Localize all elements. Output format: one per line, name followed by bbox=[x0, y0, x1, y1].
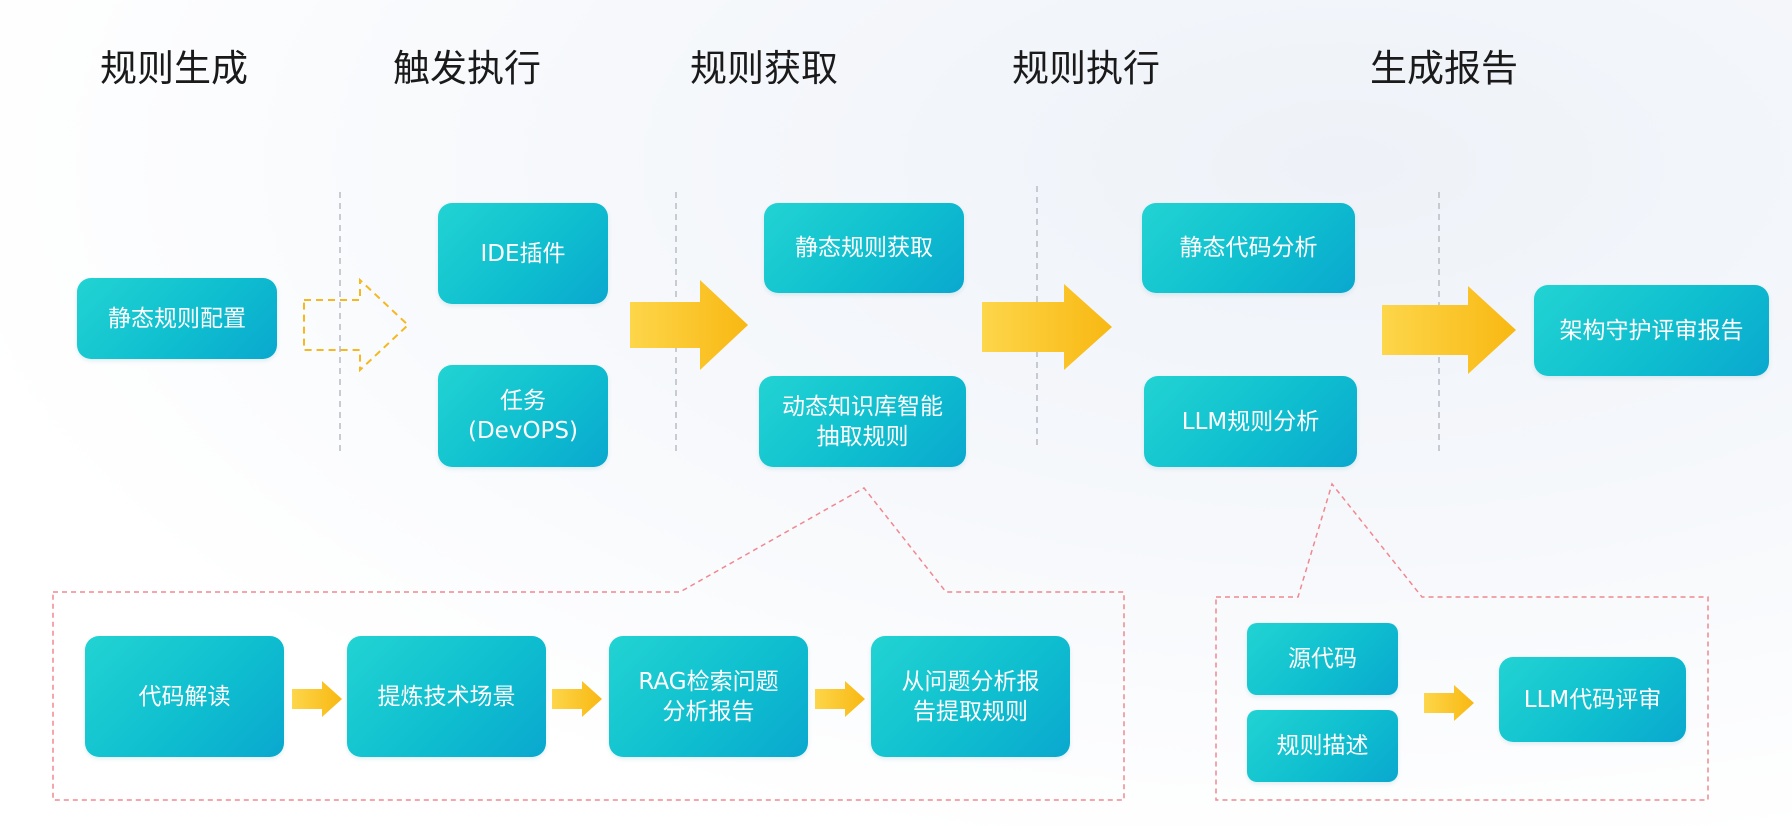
node-dynamic-kb-extract: 动态知识库智能 抽取规则 bbox=[759, 376, 966, 467]
node-llm-rule-analysis: LLM规则分析 bbox=[1144, 376, 1357, 467]
stage-title-rule-fetch: 规则获取 bbox=[690, 47, 838, 90]
step-extract-tech-scenario: 提炼技术场景 bbox=[347, 636, 546, 757]
flow-arrow-3 bbox=[1382, 286, 1516, 374]
node-static-code-analysis: 静态代码分析 bbox=[1142, 203, 1355, 293]
stage-title-rule-generation: 规则生成 bbox=[100, 47, 248, 90]
small-arrow-1 bbox=[292, 681, 342, 717]
dashed-arrow bbox=[303, 277, 410, 373]
stage-title-report: 生成报告 bbox=[1370, 47, 1518, 90]
flow-arrow-2 bbox=[982, 284, 1112, 370]
node-static-rule-config: 静态规则配置 bbox=[77, 278, 277, 359]
stage-title-rule-exec: 规则执行 bbox=[1012, 47, 1160, 90]
stage-title-trigger: 触发执行 bbox=[393, 47, 541, 90]
output-llm-code-review: LLM代码评审 bbox=[1499, 657, 1686, 742]
step-extract-rules: 从问题分析报 告提取规则 bbox=[871, 636, 1070, 757]
input-source-code: 源代码 bbox=[1247, 623, 1398, 695]
input-rule-description: 规则描述 bbox=[1247, 710, 1398, 782]
step-code-reading: 代码解读 bbox=[85, 636, 284, 757]
step-rag-retrieval: RAG检索问题 分析报告 bbox=[609, 636, 808, 757]
small-arrow-2 bbox=[552, 681, 602, 717]
callout-right bbox=[1215, 482, 1709, 801]
small-arrow-4 bbox=[1424, 685, 1474, 721]
small-arrow-3 bbox=[815, 681, 865, 717]
flow-arrow-1 bbox=[630, 280, 748, 370]
node-task-devops: 任务 (DevOPS) bbox=[438, 365, 608, 467]
node-arch-review-report: 架构守护评审报告 bbox=[1534, 285, 1769, 376]
node-static-rule-fetch: 静态规则获取 bbox=[764, 203, 964, 293]
node-ide-plugin: IDE插件 bbox=[438, 203, 608, 304]
